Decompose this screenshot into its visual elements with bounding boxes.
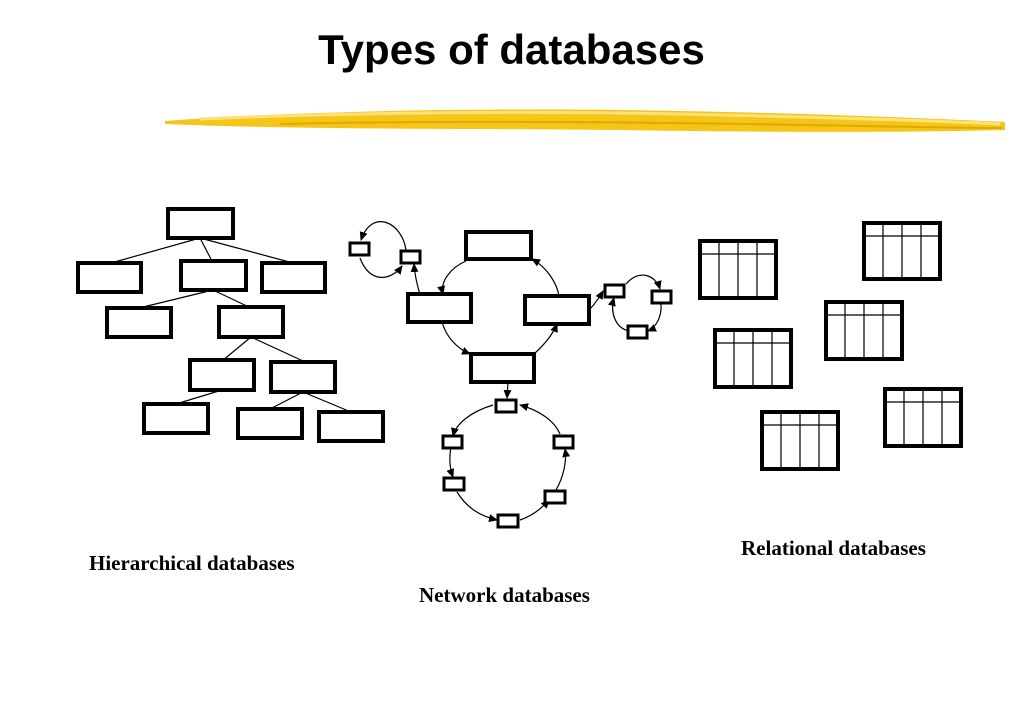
network-small-node [626, 324, 649, 340]
tree-node [317, 410, 385, 443]
network-small-node [543, 489, 567, 505]
tree-node [105, 306, 173, 339]
network-small-node [603, 283, 626, 299]
tree-node [217, 305, 285, 339]
tree-node-root [166, 207, 235, 240]
slide-title: Types of databases [318, 26, 705, 73]
network-small-node [399, 249, 422, 265]
relational-tables [698, 221, 963, 471]
network-node [469, 352, 536, 384]
network-small-node [442, 476, 466, 492]
caption-relational: Relational databases [741, 536, 926, 560]
tree-node [236, 407, 304, 440]
network-small-node [650, 289, 673, 305]
relation-table [862, 221, 942, 281]
hierarchical-tree [76, 207, 385, 443]
network-small-node [552, 434, 575, 450]
network-small-node [441, 434, 464, 450]
network-small-node [496, 513, 520, 529]
relation-table [883, 387, 963, 448]
network-small-node [348, 241, 371, 257]
network-graph [348, 221, 673, 529]
tree-node [76, 261, 143, 294]
highlighter-stroke [165, 109, 1005, 132]
caption-hierarchical: Hierarchical databases [89, 551, 295, 575]
tree-node [269, 360, 337, 394]
tree-node [179, 259, 248, 292]
network-node [406, 292, 473, 324]
tree-node [260, 261, 327, 294]
network-node [464, 230, 533, 261]
network-node [523, 294, 591, 326]
relation-table [760, 410, 840, 471]
caption-network: Network databases [419, 583, 590, 607]
tree-node [188, 358, 256, 392]
network-small-node [494, 398, 518, 414]
relation-table [713, 328, 793, 389]
tree-node [142, 402, 210, 435]
relation-table [824, 300, 904, 361]
relation-table [698, 239, 778, 300]
